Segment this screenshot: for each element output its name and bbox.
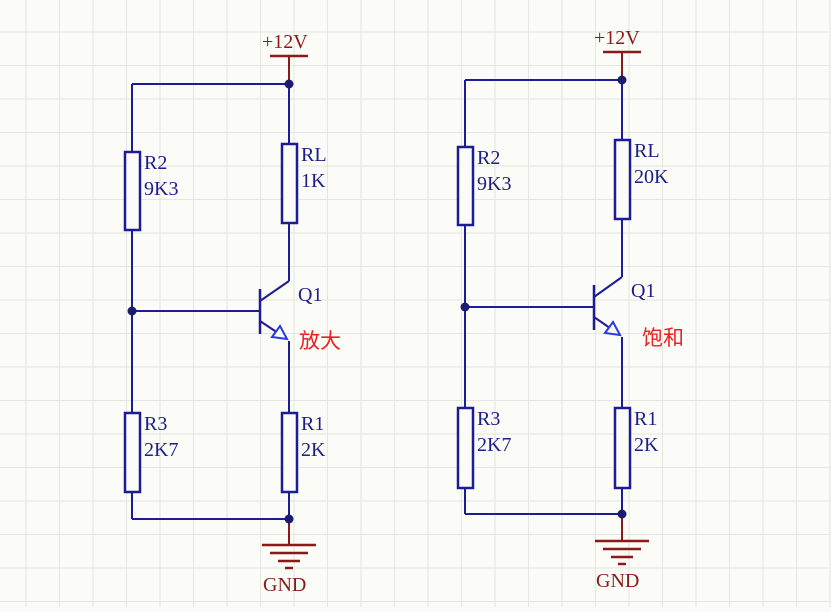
r1-ref: R1 <box>634 408 657 430</box>
resistor-rl[interactable] <box>613 138 632 221</box>
r2-value: 9K3 <box>144 178 178 200</box>
circuit-left <box>123 54 316 570</box>
junction-dot <box>617 75 627 85</box>
junction-dot <box>617 509 627 519</box>
r2-ref: R2 <box>144 152 167 174</box>
junction-dot <box>284 514 294 524</box>
rl-value: 1K <box>301 170 326 192</box>
r1-value: 2K <box>634 434 659 456</box>
q1-ref: Q1 <box>298 284 322 306</box>
junction-dot <box>284 79 294 89</box>
r1-ref: R1 <box>301 413 324 435</box>
rl-value: 20K <box>634 166 669 188</box>
resistor-rl[interactable] <box>280 142 299 225</box>
r2-value: 9K3 <box>477 173 511 195</box>
gnd-label: GND <box>263 574 306 596</box>
rl-ref: RL <box>301 144 327 166</box>
r3-ref: R3 <box>144 413 167 435</box>
r1-value: 2K <box>301 439 326 461</box>
gnd-label: GND <box>596 570 639 592</box>
transistor-q1[interactable] <box>592 254 623 359</box>
resistor-r1[interactable] <box>613 406 632 490</box>
r3-ref: R3 <box>477 408 500 430</box>
q1-ref: Q1 <box>631 280 655 302</box>
ground-symbol <box>595 539 649 566</box>
circuit-right <box>456 50 649 566</box>
transistor-q1[interactable] <box>258 258 290 363</box>
r2-ref: R2 <box>477 147 500 169</box>
r3-value: 2K7 <box>477 434 511 456</box>
vcc-label: +12V <box>594 27 640 49</box>
resistor-r2[interactable] <box>456 145 475 227</box>
resistor-r3[interactable] <box>123 411 142 494</box>
state-note: 饱和 <box>642 326 684 350</box>
resistor-r2[interactable] <box>123 150 142 232</box>
resistor-r3[interactable] <box>456 406 475 490</box>
resistor-r1[interactable] <box>280 411 299 494</box>
junction-dot <box>127 306 137 316</box>
r3-value: 2K7 <box>144 439 178 461</box>
ground-symbol <box>262 543 316 570</box>
vcc-label: +12V <box>262 31 308 53</box>
rl-ref: RL <box>634 140 660 162</box>
state-note: 放大 <box>299 329 341 353</box>
junction-dot <box>460 302 470 312</box>
